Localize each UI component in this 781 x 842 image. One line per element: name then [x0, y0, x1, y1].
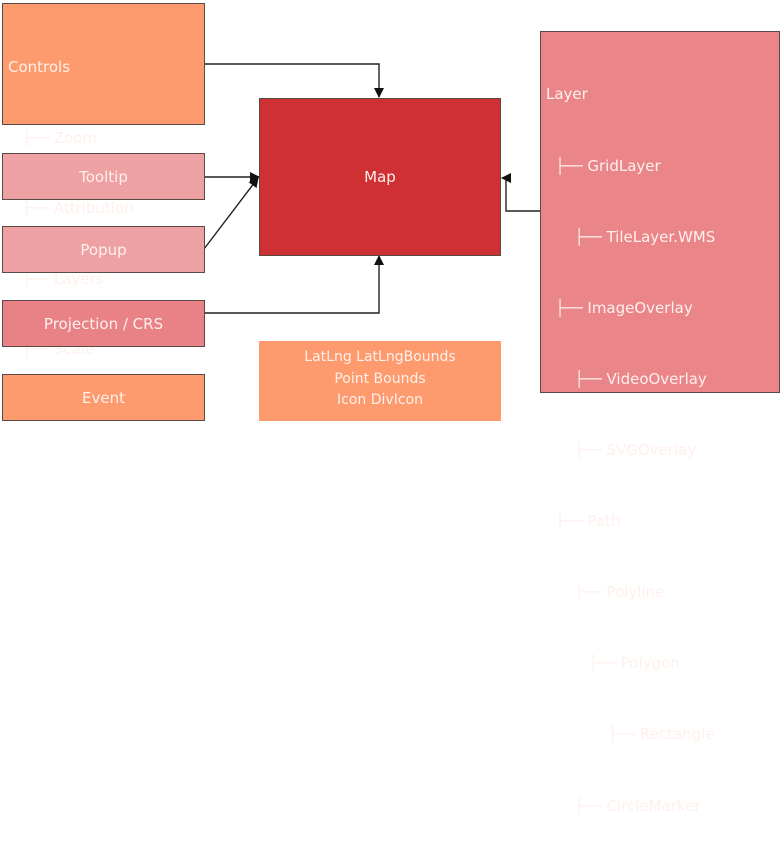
controls-box: Controls ├── Zoom ├── Attribution ├── La… [2, 3, 205, 358]
event-box: Event [2, 374, 205, 421]
types-line-point: Point Bounds [334, 370, 426, 387]
projection-to-map-arrow [204, 255, 384, 314]
controls-to-map-arrow [204, 63, 384, 98]
core-types-box: LatLng LatLngBounds Point Bounds Icon Di… [259, 341, 501, 421]
layer-item-svgoverlay: ├── SVGOverlay [546, 440, 697, 459]
projection-label: Projection / CRS [43, 314, 164, 333]
projection-box: Projection / CRS [2, 300, 205, 347]
layer-item-tilelayer-wms: ├── TileLayer.WMS [546, 227, 716, 246]
types-line-latlng: LatLng LatLngBounds [304, 349, 456, 365]
layer-item-imageoverlay: ├── ImageOverlay [546, 298, 693, 317]
layer-title: Layer [546, 85, 588, 104]
types-line-icon: Icon DivIcon [337, 392, 423, 408]
tooltip-box: Tooltip [2, 153, 205, 200]
popup-label: Popup [80, 240, 127, 259]
event-label: Event [82, 388, 125, 407]
popup-box: Popup [2, 226, 205, 273]
controls-title: Controls [8, 58, 71, 76]
controls-item-layers: ├── Layers [22, 269, 104, 288]
layer-item-gridlayer: ├── GridLayer [546, 156, 661, 175]
layer-item-path: ├── Path [546, 512, 621, 531]
controls-item-zoom: ├── Zoom [22, 128, 98, 147]
tooltip-label: Tooltip [79, 167, 128, 186]
map-label: Map [364, 168, 396, 186]
layer-to-map-arrow [501, 173, 540, 212]
layer-box: Layer ├── GridLayer ├── TileLayer.WMS ├─… [540, 31, 780, 815]
layer-item-rectangle: ├── Rectangle [546, 725, 715, 744]
popup-to-map-arrow [203, 177, 259, 250]
map-box: Map [259, 98, 501, 256]
controls-item-attribution: ├── Attribution [22, 199, 134, 217]
layer-item-videooverlay: ├── VideoOverlay [546, 369, 707, 388]
layer-item-polygon: ├── Polygon [546, 654, 680, 673]
layer-item-polyline: ├── Polyline [546, 583, 665, 602]
layer-item-circlemarker: ├── CircleMarker [546, 796, 701, 815]
